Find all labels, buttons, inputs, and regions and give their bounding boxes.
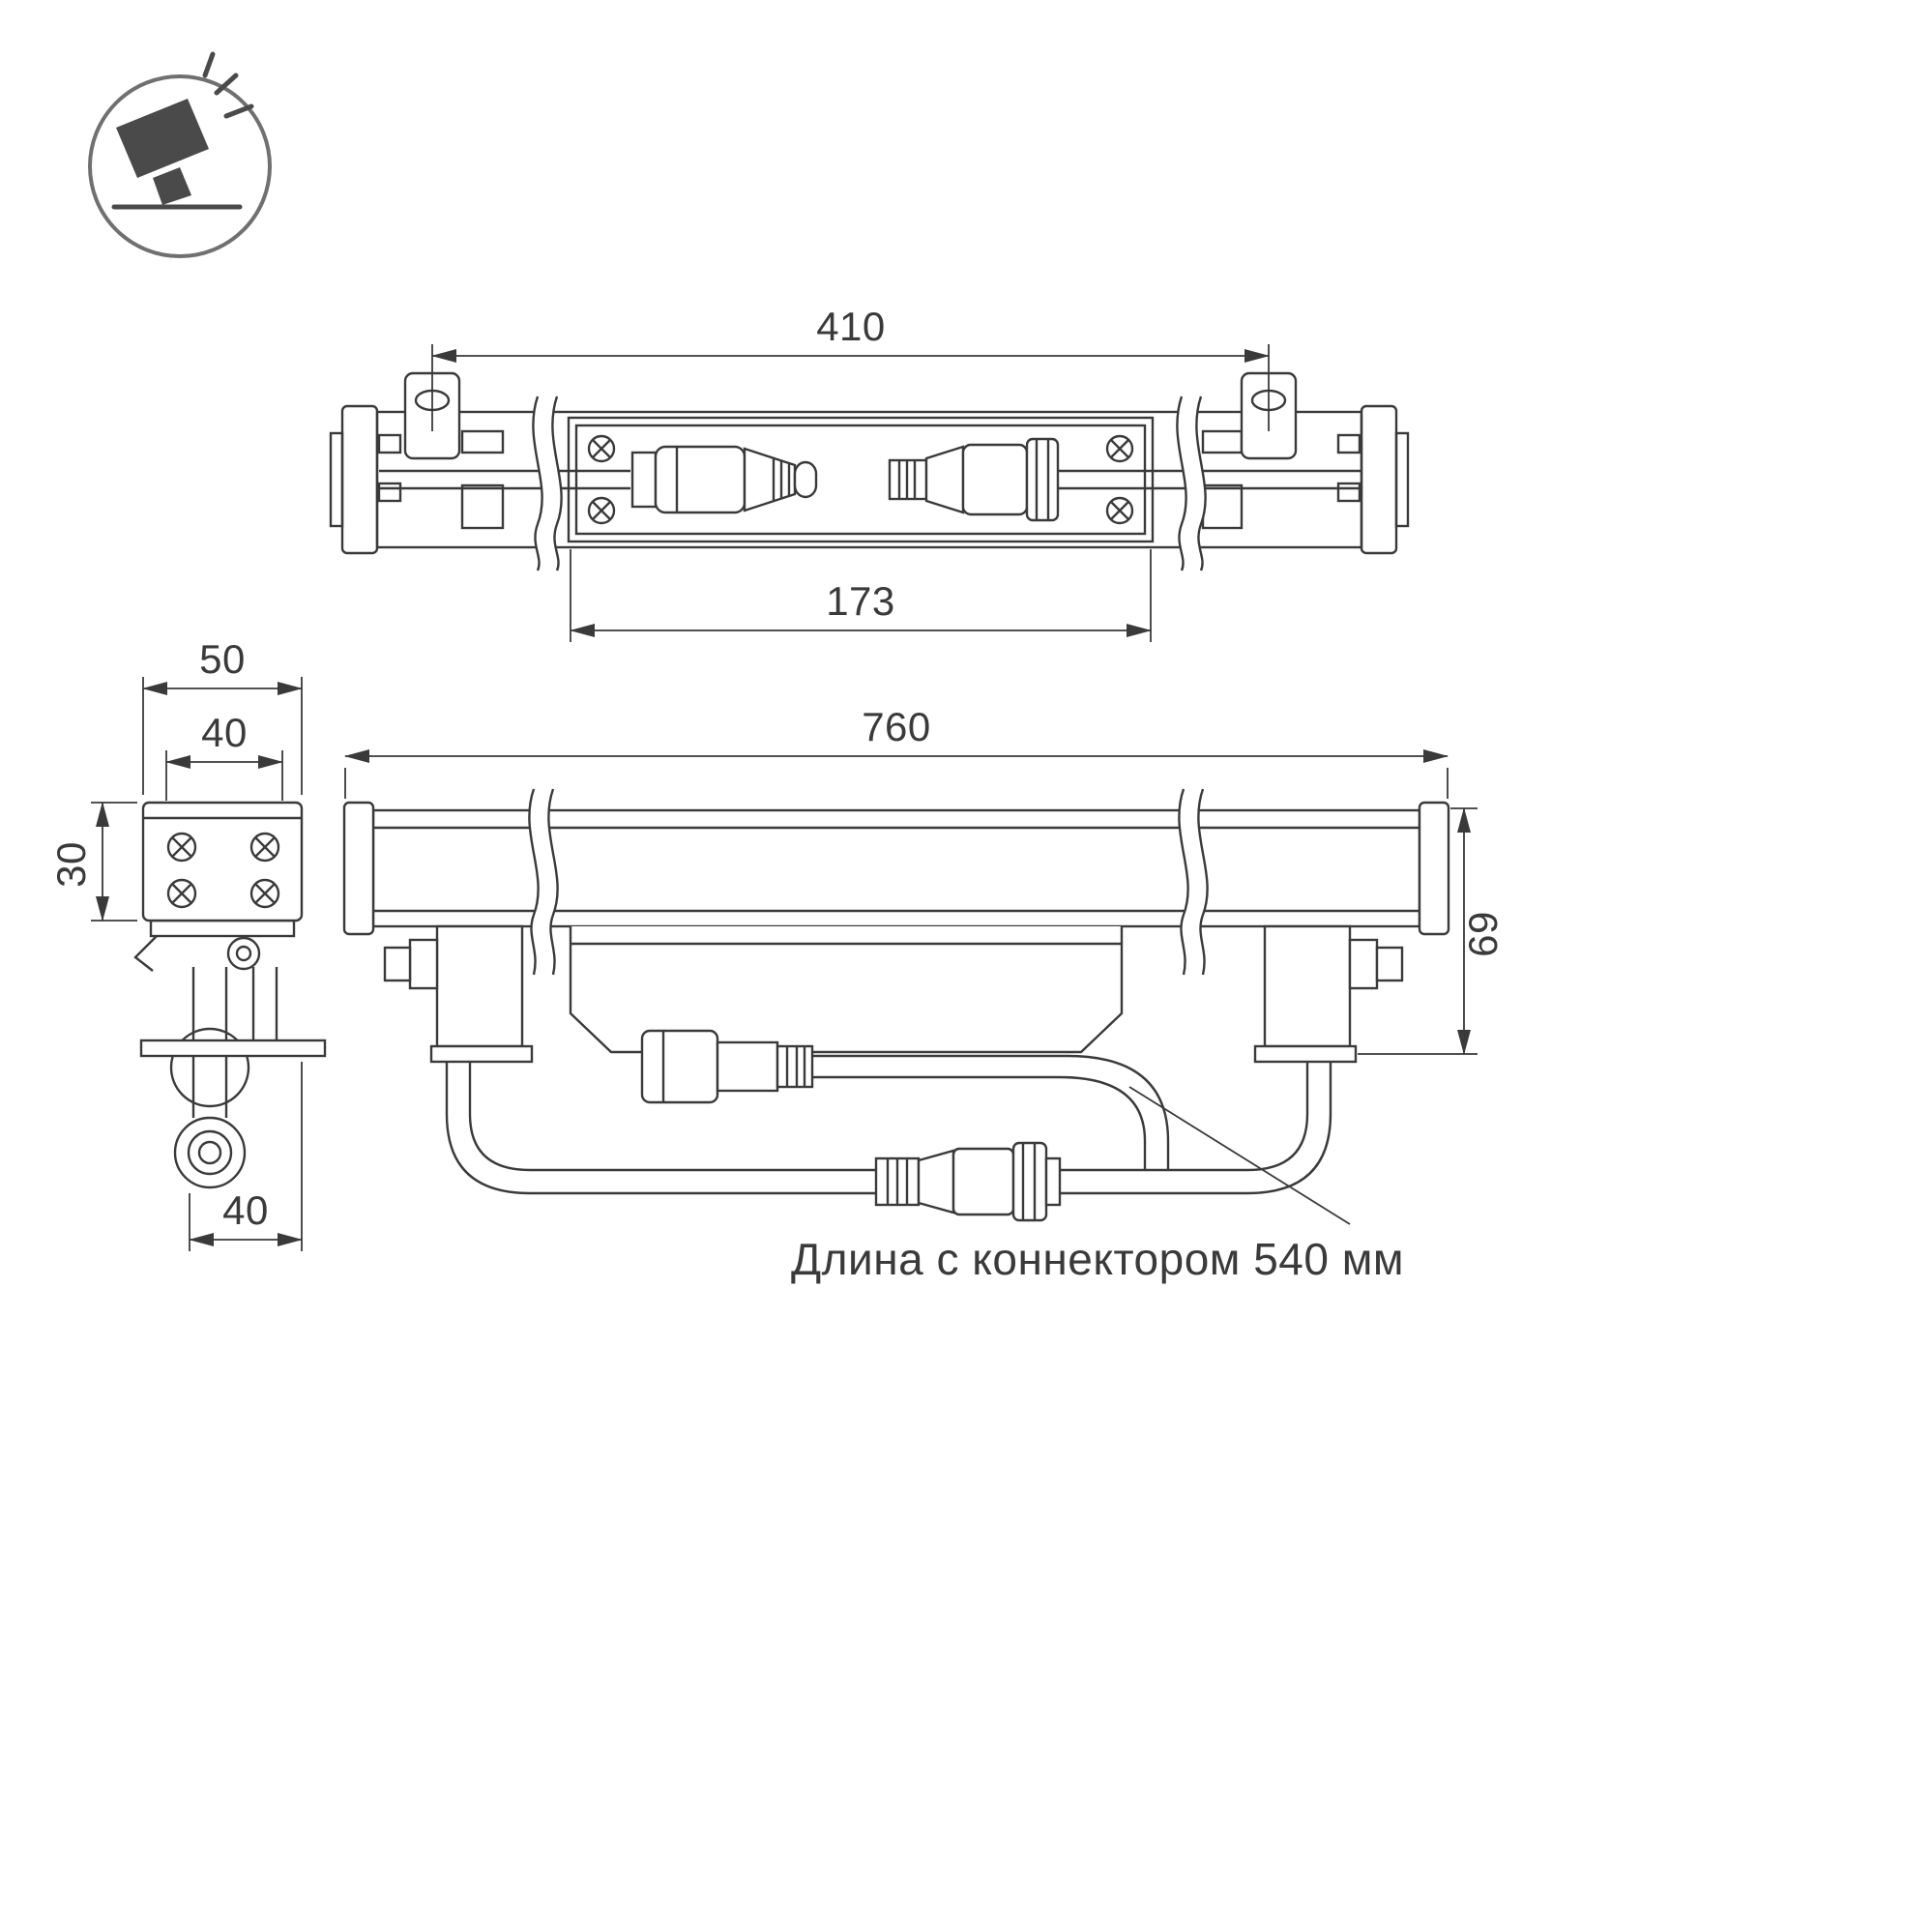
connector-bottom-body [951,1147,1015,1216]
leader-line [1128,1086,1351,1225]
end-tab-left [329,431,344,528]
dimension-30: 30 [48,802,137,922]
plug-body [654,445,746,514]
top-view: 410 173 [329,304,1410,642]
brackets-front [383,924,1404,1064]
connector-mid-gland [776,1044,814,1089]
connector-mid-front [640,1029,814,1104]
dimension-69: 69 [1358,807,1506,1055]
driver-housing [569,926,1124,1054]
bracket-right-front [1263,924,1352,1048]
bracket-right-knob [1348,938,1379,990]
mounting-plate [567,416,1155,543]
connector-bottom-tip [1044,1156,1062,1207]
bracket-foot-side [139,1039,327,1058]
end-cap-right-front [1418,801,1450,936]
connector-length-annotation: Длина с коннектором 540 мм [791,1086,1404,1284]
dimension-50: 50 [142,636,303,795]
plug-tip [793,460,818,499]
connector-mid-barrel [716,1040,779,1093]
pivot-knob [226,936,261,971]
dimension-40-bottom: 40 [189,1062,303,1251]
plate-screws [587,434,1134,525]
bracket-left-knob [408,938,439,990]
bracket-right-foot [1253,1044,1358,1064]
dim-label-40-top: 40 [201,710,248,755]
dim-label-69: 69 [1460,911,1506,957]
dim-label-40-bottom: 40 [222,1187,269,1233]
connector-bottom-front [874,1141,1062,1222]
mounting-plate-inner [574,424,1147,536]
dim-label-173: 173 [826,578,895,624]
connector-end-outer [173,1116,247,1189]
dimension-40-top: 40 [165,710,283,801]
dim-label-410: 410 [816,304,886,349]
end-cap-left [340,404,379,555]
socket-coupling [1025,437,1060,522]
bracket-left-front [435,924,524,1048]
connector-end-inner [187,1129,233,1176]
connector-bottom-coupling [1011,1141,1048,1222]
break-lines-top [532,395,1207,571]
plug-gland [630,451,658,509]
body-side [141,801,304,922]
socket-body [961,443,1029,516]
body-screws-side [166,832,280,909]
break-lines-front [528,788,1209,976]
flange-side [149,919,296,938]
floodlight-stand [153,167,191,205]
end-cap-right [1360,404,1398,555]
dimension-173: 173 [570,549,1152,642]
dim-label-30: 30 [48,841,94,888]
floodlight-head [116,99,209,178]
end-cap-left-front [342,801,375,936]
bracket-side [133,935,327,1058]
front-view: 760 69 Длина с коннектором 540 мм [342,704,1506,1284]
socket-taper [924,445,965,514]
connector-bottom-taper [917,1149,955,1215]
dim-label-50: 50 [199,636,246,682]
bracket-left-foot [429,1044,534,1064]
connector-pair-top [630,437,1060,522]
annotation-label: Длина с коннектором 540 мм [791,1234,1404,1284]
floodlight-icon [88,51,272,258]
plug-nose [743,447,797,512]
icon-circle [88,74,272,258]
end-tab-right [1394,431,1410,528]
clamp-details [377,429,1361,530]
side-view: 50 40 30 40 [48,636,327,1251]
cable-side-view [169,967,250,1189]
dimension-760: 760 [344,704,1449,799]
dimension-410: 410 [431,304,1270,431]
connector-mid-body [640,1029,719,1104]
dim-label-760: 760 [862,704,931,749]
light-rays-icon [202,51,254,119]
cable-top-view [379,469,1361,490]
